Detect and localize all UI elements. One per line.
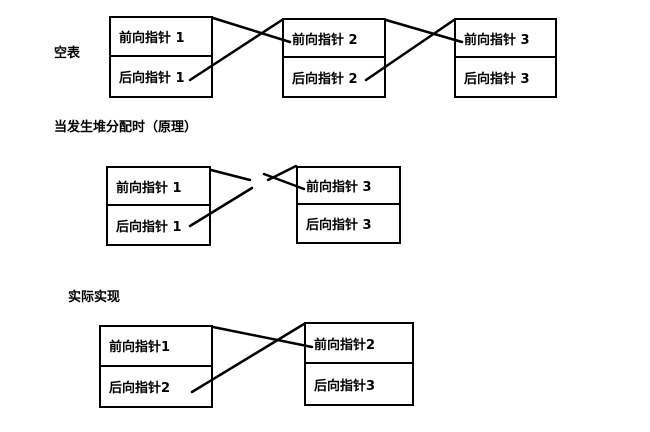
back-pointer: 后向指针 2 xyxy=(292,71,358,87)
node-empty-1: 前向指针 1 后向指针 1 xyxy=(109,16,213,98)
front-pointer: 前向指针 2 xyxy=(284,20,384,58)
label-actual-implementation: 实际实现 xyxy=(68,290,121,305)
node-actual-2: 前向指针2 后向指针3 xyxy=(304,322,414,406)
link-back3-broken-a xyxy=(266,164,298,182)
label-empty-list: 空表 xyxy=(54,46,81,61)
front-pointer: 前向指针 3 xyxy=(456,20,555,58)
front-pointer: 前向指针 1 xyxy=(108,168,209,206)
link-front2-to-node3 xyxy=(384,18,464,44)
label-heap-allocation-theory: 当发生堆分配时（原理） xyxy=(54,120,198,135)
node-theory-1: 前向指针 1 后向指针 1 xyxy=(106,166,211,246)
node-empty-2: 前向指针 2 后向指针 2 xyxy=(282,18,386,98)
node-actual-1: 前向指针1 后向指针2 xyxy=(99,325,213,408)
back-pointer: 后向指针 3 xyxy=(306,218,372,233)
node-empty-3: 前向指针 3 后向指针 3 xyxy=(454,18,557,98)
back-pointer: 后向指针 1 xyxy=(116,219,182,235)
front-pointer: 前向指针 1 xyxy=(111,18,211,57)
back-pointer: 后向指针3 xyxy=(314,378,376,394)
back-pointer: 后向指针2 xyxy=(109,380,171,396)
link-front1-to-node2 xyxy=(211,16,292,44)
front-pointer: 前向指针 3 xyxy=(298,168,399,205)
link-front1-broken-a xyxy=(209,168,252,182)
front-pointer: 前向指针1 xyxy=(101,327,211,367)
back-pointer: 后向指针 3 xyxy=(464,71,530,87)
back-pointer: 后向指针 1 xyxy=(119,71,185,86)
node-theory-3: 前向指针 3 后向指针 3 xyxy=(296,166,401,244)
front-pointer: 前向指针2 xyxy=(306,324,412,364)
link-front1-to-node2 xyxy=(211,325,314,349)
